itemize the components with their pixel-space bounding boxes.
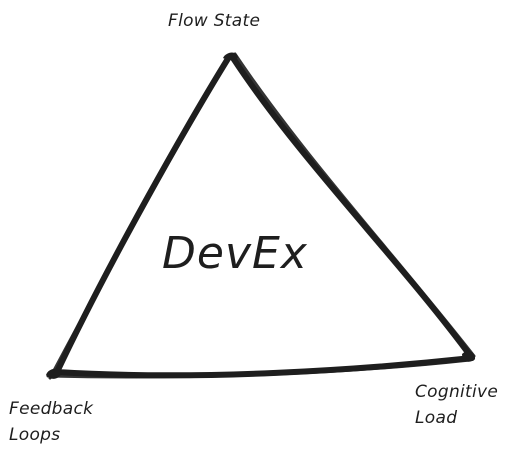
vertex-label-bottom-left: Feedback Loops — [9, 396, 93, 448]
vertex-label-top: Flow State — [168, 8, 260, 34]
vertex-label-line: Loops — [9, 425, 61, 445]
corner-bottom-right — [462, 351, 476, 362]
corner-bottom-left — [46, 368, 62, 379]
vertex-label-line: Flow State — [168, 11, 261, 31]
vertex-label-line: Feedback — [9, 399, 94, 419]
corner-top — [223, 52, 238, 61]
center-title: DevEx — [162, 228, 308, 279]
vertex-label-line: Load — [415, 408, 458, 428]
vertex-label-bottom-right: Cognitive Load — [415, 379, 498, 431]
triangle-outline — [54, 54, 475, 379]
vertex-label-line: Cognitive — [415, 382, 499, 402]
triangle-sketch-stroke — [46, 52, 476, 380]
